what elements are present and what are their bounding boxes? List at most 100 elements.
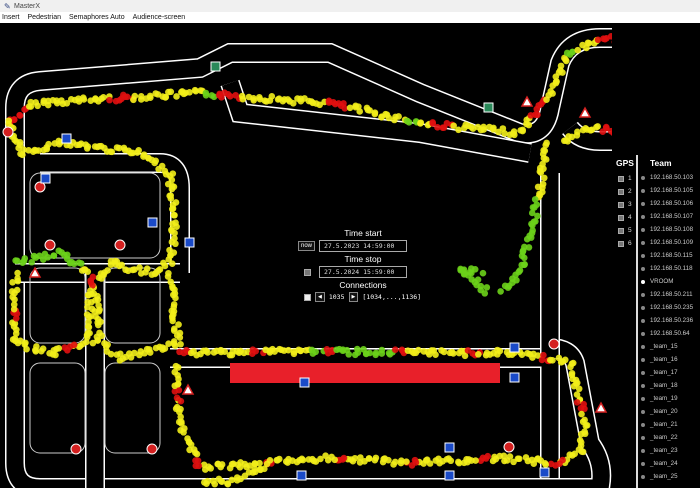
team-item[interactable]: _team_18 <box>641 382 678 389</box>
gps-checkbox-1[interactable]: 1 <box>618 175 632 182</box>
trajectory-dot <box>22 339 29 347</box>
trajectory-dot <box>14 275 21 282</box>
team-item[interactable]: 192.168.50.64 <box>641 330 690 337</box>
trajectory-dot <box>516 267 524 274</box>
trajectory-dot <box>523 235 531 243</box>
team-item[interactable]: _team_19 <box>641 395 678 402</box>
trajectory-dot <box>221 348 228 355</box>
prev-connection-button[interactable]: ◀ <box>315 292 325 302</box>
trajectory-dot <box>32 346 39 354</box>
trajectory-dot <box>489 457 497 465</box>
team-item[interactable]: _team_15 <box>641 343 678 350</box>
city-block <box>29 172 161 259</box>
gps-checkbox-2[interactable]: 2 <box>618 188 632 195</box>
team-item[interactable]: 192.168.50.236 <box>641 317 693 324</box>
menu-pedestrian[interactable]: Pedestrian <box>27 14 61 21</box>
gps-checkbox-3[interactable]: 3 <box>618 201 632 208</box>
trajectory-dot <box>366 107 374 114</box>
menu-audience-screen[interactable]: Audience-screen <box>132 14 186 21</box>
trajectory-dot <box>171 368 179 376</box>
time-stop-input[interactable]: 27.5.2024 15:59:00 <box>319 266 407 278</box>
gps-checkbox-box[interactable] <box>618 227 624 234</box>
team-item[interactable]: _team_16 <box>641 356 678 363</box>
gps-checkbox-box[interactable] <box>618 175 624 182</box>
trajectory-dot <box>397 459 405 467</box>
trajectory-dot <box>561 356 569 364</box>
gps-checkbox-6[interactable]: 6 <box>618 240 632 247</box>
trajectory-dot <box>9 319 16 327</box>
road-segment <box>6 29 612 353</box>
team-item[interactable]: 192.168.50.115 <box>641 252 693 259</box>
team-item[interactable]: 192.168.50.103 <box>641 174 693 181</box>
trajectory-dot <box>289 100 297 107</box>
trajectory-dot <box>496 347 504 355</box>
time-stop-checkbox[interactable] <box>304 268 311 276</box>
trajectory-dot <box>501 457 508 465</box>
stop-sign-icon <box>34 181 46 193</box>
trajectory-dot <box>534 352 542 359</box>
team-item[interactable]: 192.168.50.118 <box>641 265 693 272</box>
team-item[interactable]: 192.168.50.105 <box>641 187 693 194</box>
menu-insert[interactable]: Insert <box>2 14 20 21</box>
gps-checkbox-4[interactable]: 4 <box>618 214 632 221</box>
trajectory-dot <box>10 305 18 313</box>
crosswalk-sign-icon <box>184 237 195 248</box>
trajectory-dot <box>252 347 259 355</box>
gps-checkbox-box[interactable] <box>618 240 624 247</box>
trajectory-dot <box>9 336 17 343</box>
gps-checkbox-box[interactable] <box>618 214 624 221</box>
team-item[interactable]: 192.168.50.109 <box>641 239 693 246</box>
trajectory-dot <box>10 301 18 308</box>
trajectory-dot <box>158 162 166 170</box>
trajectory-dot <box>385 114 393 122</box>
gps-checkbox-box[interactable] <box>618 188 624 195</box>
trajectory-dot <box>366 349 374 357</box>
trajectory-dot <box>594 36 602 44</box>
team-item[interactable]: _team_22 <box>641 434 678 441</box>
trajectory-dot <box>305 456 313 463</box>
team-item[interactable]: _team_17 <box>641 369 678 376</box>
trajectory-dot <box>581 405 588 413</box>
trajectory-dot <box>170 301 178 308</box>
trajectory-dot <box>581 430 589 438</box>
trajectory-dot <box>168 238 176 246</box>
gps-checkbox-box[interactable] <box>618 201 624 208</box>
team-item[interactable]: 192.168.50.107 <box>641 213 693 220</box>
trajectory-dot <box>191 86 199 94</box>
menu-semaphores-auto[interactable]: Semaphores Auto <box>68 14 125 21</box>
trajectory-dot <box>531 196 539 203</box>
trajectory-dot <box>432 351 439 358</box>
next-connection-button[interactable]: ▶ <box>348 292 359 302</box>
now-button[interactable]: now <box>298 241 316 251</box>
team-item[interactable]: VROOM <box>641 278 673 285</box>
trajectory-dot <box>519 247 527 254</box>
team-label: _team_18 <box>650 382 678 389</box>
team-label: 192.168.50.103 <box>650 174 694 181</box>
team-item[interactable]: _team_25 <box>641 473 678 480</box>
crosswalk-sign-icon <box>539 467 550 478</box>
team-item[interactable]: _team_21 <box>641 421 678 428</box>
team-label: _team_19 <box>650 395 678 402</box>
track-map[interactable] <box>0 23 612 488</box>
team-item[interactable]: 192.168.50.211 <box>641 291 693 298</box>
warning-sign-icon <box>181 383 195 395</box>
gps-checkbox-5[interactable]: 5 <box>618 227 632 234</box>
trajectory-dot <box>515 455 523 463</box>
trajectory-dot <box>540 174 548 182</box>
team-item[interactable]: 192.168.50.106 <box>641 200 693 207</box>
team-item[interactable]: _team_24 <box>641 460 678 467</box>
team-item[interactable]: 192.168.50.108 <box>641 226 693 233</box>
team-item[interactable]: _team_23 <box>641 447 678 454</box>
trajectory-dot <box>378 350 386 357</box>
trajectory-dot <box>528 209 536 217</box>
connections-checkbox[interactable] <box>304 293 311 301</box>
team-item[interactable]: 192.168.50.235 <box>641 304 693 311</box>
time-start-input[interactable]: 27.5.2023 14:59:00 <box>319 240 408 252</box>
team-item[interactable]: _team_20 <box>641 408 678 415</box>
team-status-dot <box>641 409 645 414</box>
trajectory-dot <box>175 418 183 426</box>
trajectory-dot <box>147 94 154 102</box>
trajectory-dot <box>192 462 200 470</box>
team-label: VROOM <box>650 278 674 285</box>
